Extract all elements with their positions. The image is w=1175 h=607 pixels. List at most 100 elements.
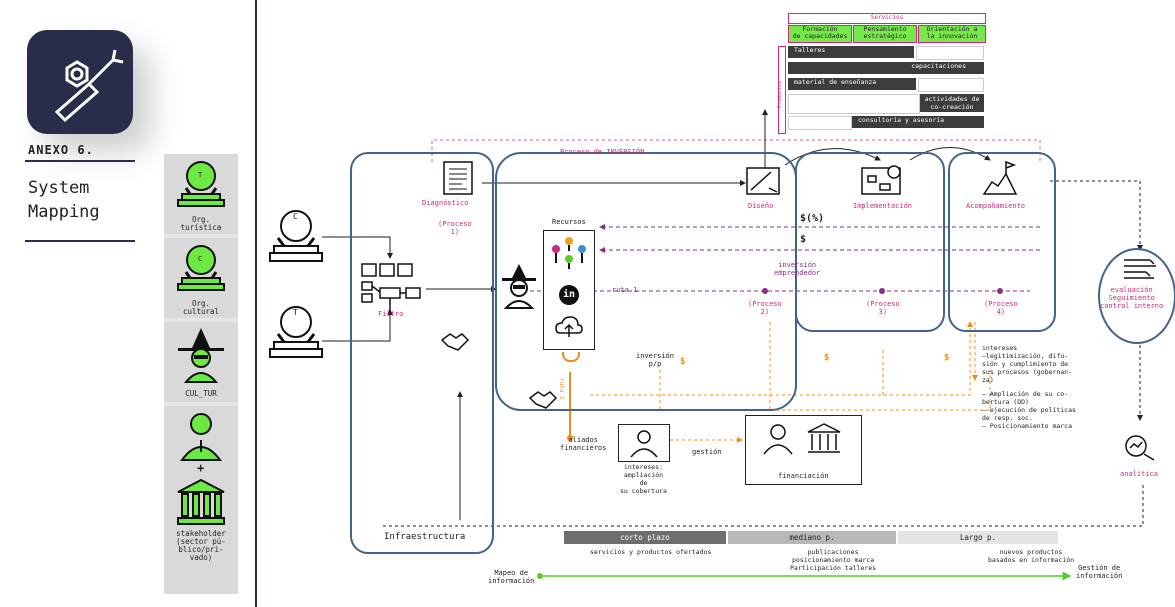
phase-box-4 (948, 152, 1056, 332)
green-actor-icon (177, 161, 225, 207)
ruta1-label: ruta 1 (612, 286, 638, 294)
annex-divider (25, 160, 135, 162)
right-interests-text: intereses —legitimización, difu- sión y … (982, 344, 1073, 384)
plus-sign: + (197, 461, 205, 475)
long-term-desc: nuevos productos basados en información (988, 548, 1075, 564)
product-row-talleres: Talleres (788, 46, 914, 58)
actor-label: stakeholder (sector pú- blico/pri- vado) (176, 529, 226, 562)
actor-letter: T (198, 171, 203, 179)
financing-label: financiación (778, 472, 829, 480)
dollar-label: $ (800, 234, 807, 245)
dollar-orange-3: $ (944, 353, 950, 363)
annex-label: ANEXO 6. (28, 143, 94, 157)
actor-label: Org. cultural (182, 299, 220, 316)
actor-legend: T Org. turística C Org. cultural CUL_TUR… (164, 154, 238, 594)
legend-org-cultural: C Org. cultural (164, 238, 238, 318)
filter-icon (361, 263, 421, 312)
cloud-upload-icon (555, 316, 583, 337)
resources-panel: in (543, 230, 595, 350)
right-interests-text-2: — Ampliación de su co- bertura (DD) — ej… (982, 390, 1076, 430)
resources-label: Recursos (552, 218, 586, 226)
product-row-material: material de enseñanza (788, 78, 916, 90)
page-title-line1: System (28, 178, 90, 198)
infrastructure-label: Infraestructura (384, 532, 466, 542)
mid-term-desc: publicaciones posicionamiento marca Part… (790, 548, 877, 572)
financing-icons (763, 423, 841, 455)
investment-process-label: Proceso de INVERSIÓN (560, 148, 645, 156)
product-row-capacitaciones: capacitaciones (788, 62, 984, 74)
public-private-investment-label: inversión p/p (636, 352, 674, 368)
team-icon (552, 237, 586, 269)
implementation-label: Implementación (853, 202, 913, 210)
implementation-icon (861, 165, 901, 195)
actor-c-icon (269, 210, 323, 262)
service-head-2: Pensamiento estratégico (853, 25, 917, 43)
person-icon (180, 413, 222, 461)
timeline-short-term: corto plazo (564, 531, 726, 544)
entrepreneur-investment-label: inversión emprendedor (774, 261, 821, 277)
percent-money-label: $(%) (800, 213, 825, 224)
actor-t-icon (269, 306, 323, 358)
vertical-divider (255, 0, 257, 607)
design-icon (746, 167, 780, 195)
services-header: Servicios (788, 13, 986, 24)
investor-interests-label: intereses: ampliación de su cobertura (620, 463, 667, 495)
financing-box: financiación (745, 415, 862, 485)
filter-label: Filtro (378, 310, 404, 318)
timeline-long-term: Largo p. (898, 531, 1058, 544)
product-label: capacitaciones (911, 62, 966, 70)
actor-t-letter: T (293, 308, 298, 317)
evaluation-label: evaluación Seguimiento control interno (1100, 286, 1164, 310)
actor-label: Org. turística (180, 215, 222, 232)
service-head-3: Orientación a la innovación (918, 25, 986, 43)
product-cell-empty (918, 78, 984, 92)
dollar-orange-2: $ (824, 353, 830, 363)
green-actor-icon (177, 245, 225, 291)
summit-icon (982, 160, 1018, 195)
phase-box-3 (795, 152, 945, 332)
short-term-desc: servicios y productos ofertados (590, 548, 712, 556)
legend-stakeholder: + stakeholder (sector pú- blico/pri- vad… (164, 406, 238, 594)
circuit-icon (1124, 259, 1156, 279)
product-cell-empty (788, 116, 852, 130)
process2-label: (Proceso 2) (748, 300, 782, 316)
document-icon (443, 161, 473, 195)
ruta2-label: ruta 2 (558, 378, 565, 400)
legend-cul-tur: CUL_TUR (164, 322, 238, 402)
process1-label: (Proceso 1) (438, 220, 472, 236)
page-title-line2: Mapping (28, 202, 100, 222)
timeline-start-label: Mapeo de información (488, 569, 535, 585)
accompaniment-label: Acompañamiento (966, 202, 1026, 210)
analytics-icon (1125, 435, 1155, 461)
app-logo (27, 30, 133, 134)
services-title: Servicios (870, 14, 904, 21)
product-cell-empty (788, 94, 920, 114)
handshake-icon (440, 333, 470, 351)
wizard-icon (502, 264, 536, 309)
analytics-label: analítica (1120, 470, 1158, 478)
management-label: gestión (692, 448, 722, 456)
actor-c-letter: C (293, 212, 298, 221)
dollar-orange-1: $ (680, 357, 686, 367)
phase-box-1 (350, 152, 494, 554)
wizard-icon (178, 328, 224, 383)
product-cell-empty (916, 46, 984, 60)
route2-bracket (562, 352, 580, 362)
linkedin-icon: in (559, 285, 579, 305)
investor-box (618, 424, 670, 462)
handshake-icon (528, 391, 558, 409)
process3-label: (Proceso 3) (866, 300, 900, 316)
design-label: Diseño (748, 202, 774, 210)
timeline-end-label: Gestión de información (1076, 564, 1123, 580)
financial-partners-label: aliados financieros (560, 436, 607, 452)
process4-label: (Proceso 4) (984, 300, 1018, 316)
bank-icon (177, 478, 225, 525)
investor-icon (630, 430, 658, 458)
title-divider (25, 240, 135, 242)
service-head-1: Formación de capacidades (788, 25, 852, 43)
product-row-consulting: consultoría y asesoría (852, 116, 984, 128)
product-label: actividades de co-creación (924, 95, 980, 111)
actor-label: CUL_TUR (185, 389, 217, 398)
timeline-mid-term: mediano p. (728, 531, 896, 544)
